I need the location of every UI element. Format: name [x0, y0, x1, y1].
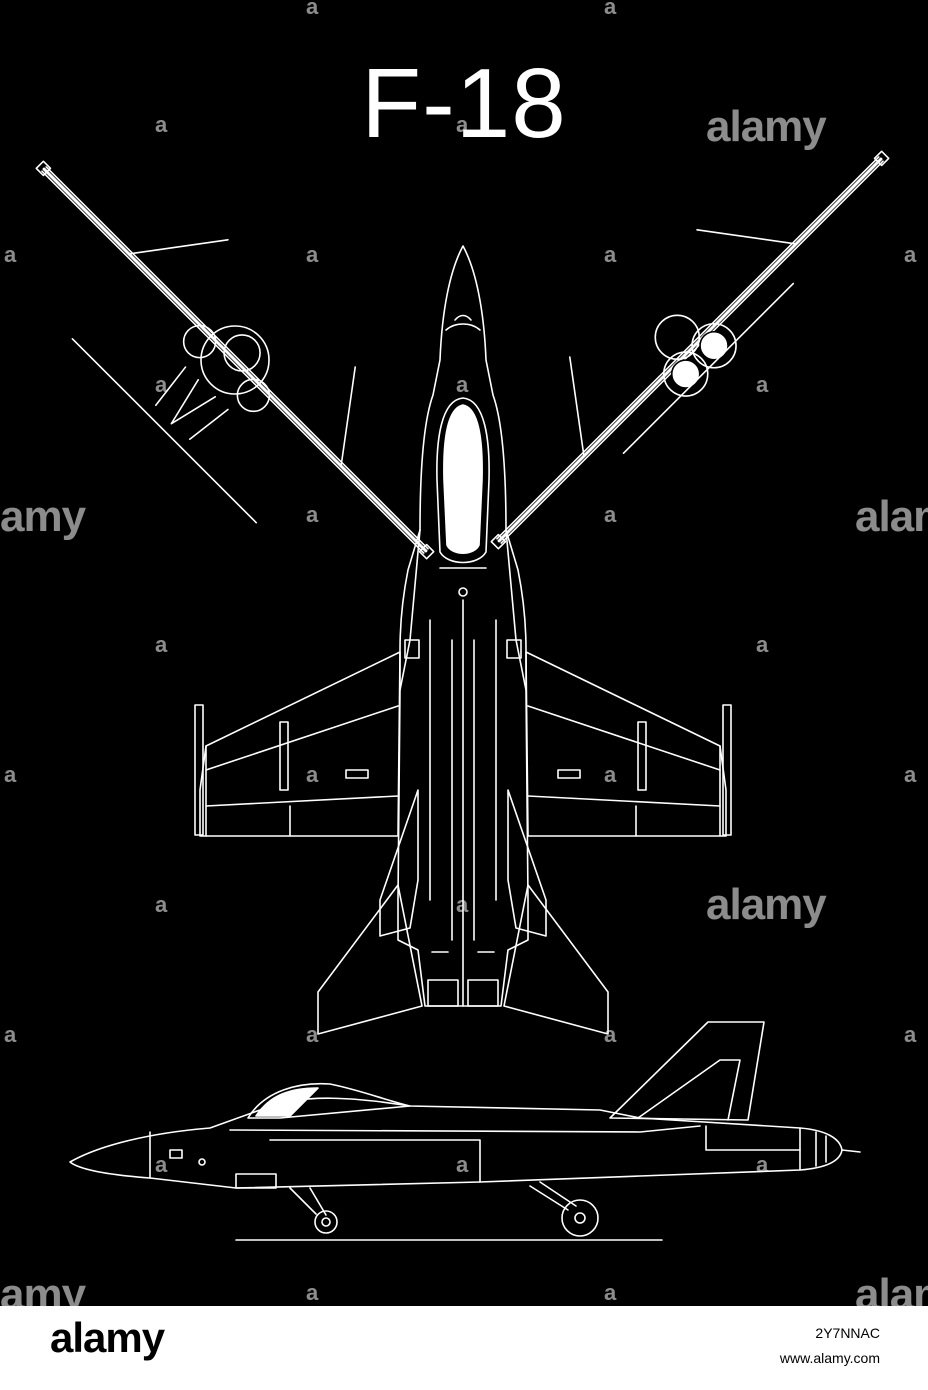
front-view — [35, 160, 435, 560]
footer-url: www.alamy.com — [779, 1350, 880, 1366]
aircraft-drawings — [35, 150, 890, 1241]
watermark-letter: a — [756, 1152, 769, 1177]
watermark: alamy — [706, 880, 827, 929]
watermark-letter: a — [756, 632, 769, 657]
watermark-letter: a — [155, 632, 168, 657]
watermark-letter: a — [904, 242, 917, 267]
watermark: amy — [0, 492, 86, 541]
watermark-letter: a — [306, 1280, 319, 1305]
rear-view — [490, 150, 890, 550]
watermark-letter: a — [155, 112, 168, 137]
watermark-letter: a — [604, 242, 617, 267]
canopy-top — [443, 404, 483, 555]
watermark: alamy — [706, 102, 827, 151]
watermark-letter: a — [904, 762, 917, 787]
left-stabilizer — [317, 884, 423, 1035]
watermark-letter: a — [756, 372, 769, 397]
side-canopy — [247, 1082, 411, 1119]
right-stabilizer — [503, 884, 609, 1035]
watermark-letter: a — [306, 0, 319, 19]
watermark-letter: a — [155, 892, 168, 917]
watermark-letter: a — [306, 1022, 319, 1047]
watermark-letter: a — [604, 1280, 617, 1305]
watermark-letter: a — [456, 1152, 469, 1177]
image-id: 2Y7NNAC — [815, 1325, 880, 1341]
watermark-letter: a — [456, 372, 469, 397]
stock-footer — [0, 1306, 928, 1390]
watermark-letter: a — [306, 242, 319, 267]
top-view — [194, 245, 732, 1035]
right-wing — [525, 651, 727, 837]
aircraft-title: F-18 — [361, 48, 567, 158]
watermark-letter: a — [604, 762, 617, 787]
watermark-letter: a — [456, 112, 469, 137]
watermark-letter: a — [604, 502, 617, 527]
side-vertical-tail — [609, 1021, 765, 1121]
watermark-letter: a — [604, 1022, 617, 1047]
watermark-letter: a — [4, 1022, 17, 1047]
watermark-letter: a — [306, 502, 319, 527]
left-wing — [199, 651, 401, 837]
watermark-letter: a — [306, 762, 319, 787]
watermark-letter: a — [456, 892, 469, 917]
footer-logo: alamy — [50, 1314, 165, 1361]
watermark-letter: a — [155, 1152, 168, 1177]
watermark-letter: a — [155, 372, 168, 397]
watermark: alam — [855, 492, 928, 541]
watermark-letter: a — [4, 242, 17, 267]
nose-wheel — [314, 1210, 338, 1234]
watermark-letter: a — [4, 762, 17, 787]
watermark-letter: a — [904, 1022, 917, 1047]
main-wheel — [561, 1199, 599, 1237]
side-view — [69, 1021, 861, 1241]
watermark-letter: a — [604, 0, 617, 19]
